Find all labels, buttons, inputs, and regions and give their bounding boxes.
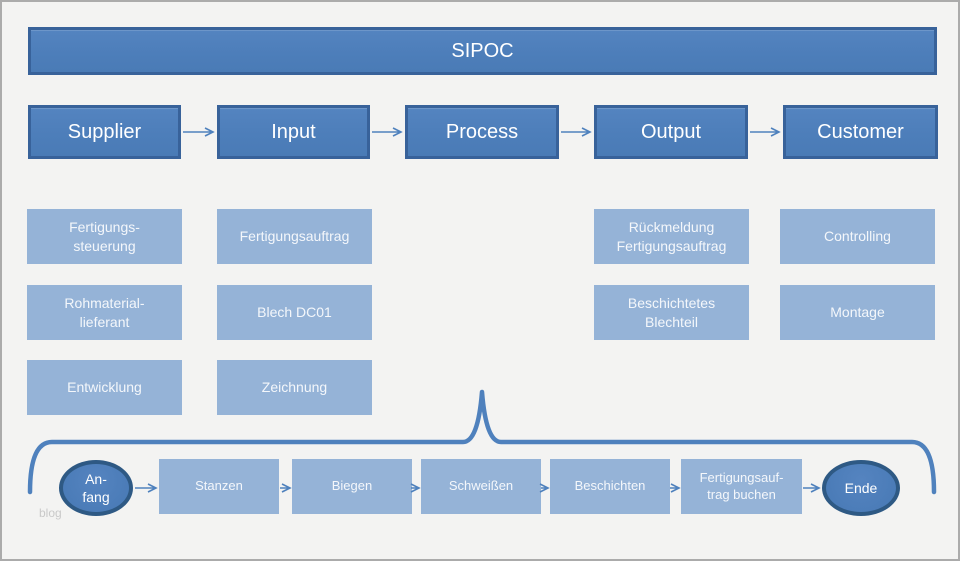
flow-arrow xyxy=(539,483,550,493)
flow-arrow xyxy=(410,483,421,493)
header-arrow xyxy=(561,127,592,137)
header-arrow xyxy=(750,127,781,137)
diagram-title: SIPOC xyxy=(28,27,937,75)
supplier-item: Entwicklung xyxy=(27,360,182,415)
header-arrow xyxy=(183,127,215,137)
header-output: Output xyxy=(594,105,748,159)
customer-item: Controlling xyxy=(780,209,935,264)
flow-arrow xyxy=(803,483,821,493)
watermark-text: blog xyxy=(39,506,62,520)
flow-arrow xyxy=(280,483,292,493)
header-customer: Customer xyxy=(783,105,938,159)
flow-arrow xyxy=(670,483,681,493)
flow-step: Stanzen xyxy=(159,459,279,514)
flow-step: Biegen xyxy=(292,459,412,514)
header-arrow xyxy=(372,127,403,137)
customer-item: Montage xyxy=(780,285,935,340)
flow-step: Fertigungsauf- trag buchen xyxy=(681,459,802,514)
supplier-item: Rohmaterial- lieferant xyxy=(27,285,182,340)
flow-arrow xyxy=(135,483,158,493)
input-item: Blech DC01 xyxy=(217,285,372,340)
input-item: Fertigungsauftrag xyxy=(217,209,372,264)
header-supplier: Supplier xyxy=(28,105,181,159)
flow-step: Beschichten xyxy=(550,459,670,514)
header-input: Input xyxy=(217,105,370,159)
flow-start-ellipse: An- fang xyxy=(59,460,133,516)
input-item: Zeichnung xyxy=(217,360,372,415)
output-item: Rückmeldung Fertigungsauftrag xyxy=(594,209,749,264)
header-process: Process xyxy=(405,105,559,159)
supplier-item: Fertigungs- steuerung xyxy=(27,209,182,264)
flow-end-ellipse: Ende xyxy=(822,460,900,516)
output-item: Beschichtetes Blechteil xyxy=(594,285,749,340)
flow-step: Schweißen xyxy=(421,459,541,514)
